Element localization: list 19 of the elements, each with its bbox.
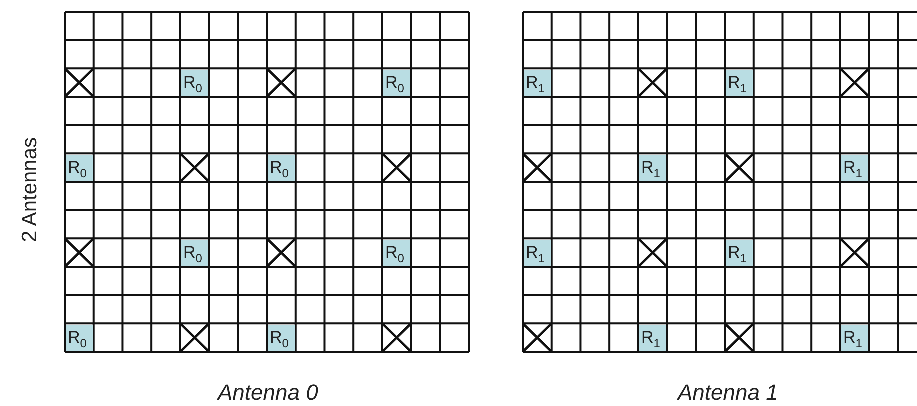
- reference-signal-cell: R$_{1}$: [726, 70, 753, 96]
- reference-signal-cell: R$_{1}$: [639, 324, 666, 351]
- reference-signal-cell: R$_{0}$: [66, 154, 93, 181]
- reference-signal-cell: R$_{0}$: [268, 324, 295, 351]
- grid-caption: Antenna 1: [678, 380, 778, 406]
- reference-signal-cell: R$_{1}$: [841, 154, 868, 181]
- grid-caption: Antenna 0: [218, 380, 318, 406]
- reference-signal-cell: R$_{1}$: [841, 324, 868, 351]
- reference-signal-cell: R$_{1}$: [639, 154, 666, 181]
- reference-signal-cell: R$_{0}$: [268, 154, 295, 181]
- reference-signal-cell: R$_{1}$: [524, 240, 551, 266]
- reference-signal-cell: R$_{1}$: [524, 70, 551, 96]
- reference-signal-cell: R$_{0}$: [181, 240, 208, 266]
- reference-signal-cell: R$_{0}$: [383, 240, 410, 266]
- reference-signal-cell: R$_{0}$: [181, 70, 208, 96]
- reference-signal-cell: R$_{0}$: [383, 70, 410, 96]
- axis-label: 2 Antennas: [18, 137, 42, 243]
- reference-signal-cell: R$_{1}$: [726, 240, 753, 266]
- reference-signal-cell: R$_{0}$: [66, 324, 93, 351]
